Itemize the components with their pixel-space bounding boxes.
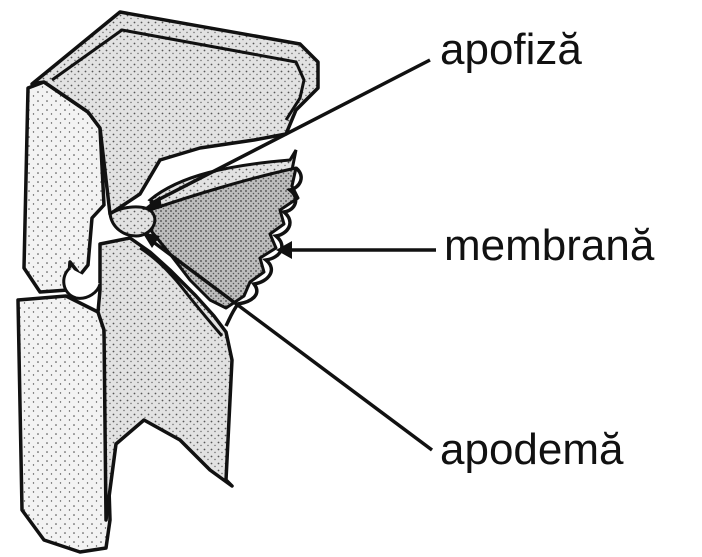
lower-outer-wall <box>18 296 110 552</box>
apophysis <box>110 207 155 236</box>
label-membrana: membrană <box>444 224 654 268</box>
label-apodema: apodemă <box>440 428 623 472</box>
label-apofiza: apofiză <box>440 28 582 72</box>
